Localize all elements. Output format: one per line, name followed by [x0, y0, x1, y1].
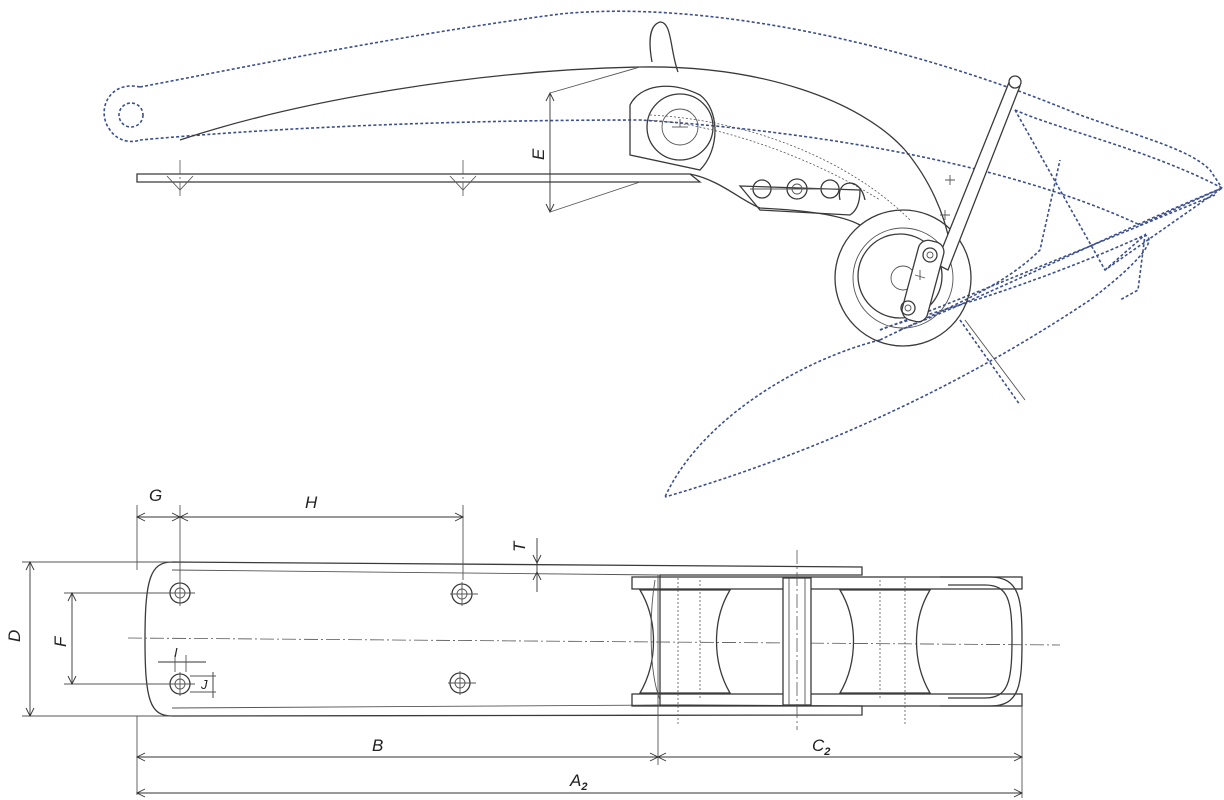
plan-base-plate: [144, 561, 863, 717]
side-view: E: [103, 10, 1223, 498]
roller-bracket-arm: [179, 21, 955, 246]
label-C2: C2: [812, 736, 830, 758]
dimension-B: B: [135, 575, 660, 795]
bolt-holes: [168, 580, 478, 696]
dimension-I: I: [158, 645, 206, 672]
dimension-E: E: [529, 66, 641, 214]
plan-view: G H T D: [5, 486, 1061, 798]
label-A2: A2: [569, 771, 587, 793]
dimension-F: F: [51, 591, 180, 686]
roller-frame: [631, 550, 1023, 730]
label-D: D: [5, 630, 24, 642]
plan-centerline: [127, 637, 1061, 646]
dimension-D: D: [5, 560, 172, 718]
dimension-H: H: [178, 493, 465, 580]
label-F: F: [51, 635, 70, 647]
anchor-outline: [103, 10, 1223, 498]
label-T: T: [510, 540, 529, 552]
side-roller: [834, 209, 972, 347]
dimension-T: T: [510, 538, 542, 592]
dimension-J: J: [190, 672, 216, 698]
base-plate: [136, 160, 702, 196]
plan-rollers: [638, 578, 932, 725]
label-B: B: [372, 736, 383, 755]
label-G: G: [149, 486, 162, 505]
label-H: H: [305, 493, 318, 512]
dimension-A2: A2: [135, 771, 1024, 798]
label-E: E: [529, 148, 548, 160]
dimension-G: G: [135, 486, 182, 580]
dimension-C2: C2: [656, 706, 1024, 798]
anchor-shank: [900, 75, 1022, 323]
label-I: I: [174, 645, 178, 660]
label-J: J: [200, 677, 208, 692]
